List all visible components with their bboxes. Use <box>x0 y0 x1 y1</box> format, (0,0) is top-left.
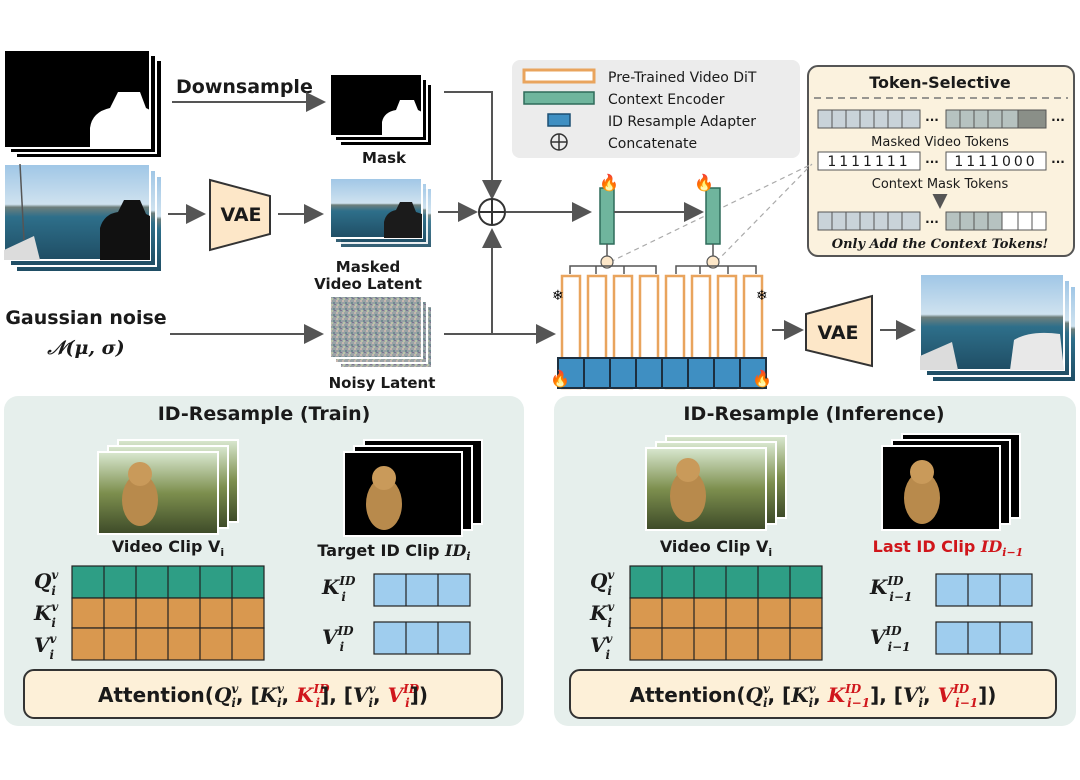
token-selective-panel: Token-Selective ··· ··· Masked Video Tok… <box>807 65 1075 257</box>
concatenate-node <box>478 198 506 226</box>
mask-bits-left-box <box>817 151 921 171</box>
legend-swatch-context <box>523 91 595 105</box>
noisy-latent-label: Noisy Latent <box>329 374 436 392</box>
token-dots-4: ··· <box>1051 155 1065 169</box>
inference-video-clip-label: Video Clip Vi <box>660 537 772 559</box>
masked-latent-label-2: Video Latent <box>314 275 422 293</box>
token-dots-3: ··· <box>925 155 939 169</box>
legend: Pre-Trained Video DiT Context Encoder ID… <box>512 60 800 158</box>
inference-attention-box <box>569 669 1057 719</box>
vae-encoder-label: VAE <box>220 204 261 226</box>
legend-swatch-dit <box>522 68 596 84</box>
input-mask-stack <box>3 49 163 159</box>
mask-label: Mask <box>362 149 407 167</box>
noisy-latent-stack <box>329 295 433 369</box>
adder-2 <box>706 255 720 269</box>
inference-last-id-label: Last ID Clip IDi−1 <box>873 537 1024 559</box>
frozen-icon: ❄ <box>552 289 564 304</box>
vae-decoder <box>805 294 873 368</box>
mask-stack <box>329 73 433 147</box>
flame-icon: 🔥 <box>752 369 772 388</box>
vae-encoder <box>209 178 271 252</box>
context-tokens-row <box>817 211 1047 231</box>
adder-1 <box>600 255 614 269</box>
train-target-id-label: Target ID Clip IDi <box>317 541 470 563</box>
mask-bits-right-box <box>945 151 1047 171</box>
train-title: ID-Resample (Train) <box>158 403 371 425</box>
token-dots-2: ··· <box>1051 113 1065 127</box>
context-encoder-2: 🔥 <box>694 173 721 245</box>
context-encoder-1: 🔥 <box>599 173 619 245</box>
masked-latent-stack <box>329 177 433 249</box>
legend-swatch-adapter <box>547 113 571 127</box>
token-dots-5: ··· <box>925 215 939 229</box>
train-video-clip-stack <box>97 439 239 535</box>
flame-icon: 🔥 <box>694 173 714 192</box>
train-target-id-stack <box>343 439 483 537</box>
downsample-label: Downsample <box>176 76 313 98</box>
gaussian-noise-label: Gaussian noise <box>5 307 166 329</box>
token-dots-1: ··· <box>925 113 939 127</box>
video-dit-blocks: ❄ ❄ 🔥 🔥 <box>550 274 772 390</box>
train-panel: ID-Resample (Train) Video Clip Vi Target… <box>4 396 524 726</box>
inference-video-clip-stack <box>645 435 787 531</box>
masked-video-tokens-row <box>817 109 1047 129</box>
vae-decoder-label: VAE <box>817 322 858 344</box>
legend-context: Context Encoder <box>608 92 725 108</box>
train-video-clip-label: Video Clip Vi <box>112 537 224 559</box>
legend-concat: Concatenate <box>608 136 697 152</box>
output-video-stack <box>919 273 1077 383</box>
train-id-kv-grid <box>373 573 471 655</box>
only-add-label: Only Add the Context Tokens! <box>832 237 1048 252</box>
inference-id-kv-grid <box>935 573 1033 655</box>
frozen-icon: ❄ <box>756 289 768 304</box>
inference-last-id-stack <box>881 433 1021 531</box>
token-selective-title: Token-Selective <box>869 73 1011 92</box>
flame-icon: 🔥 <box>599 173 619 192</box>
masked-video-tokens-label: Masked Video Tokens <box>871 135 1009 150</box>
mask-bits-right: 1111000 <box>954 154 1037 170</box>
legend-dit: Pre-Trained Video DiT <box>608 70 757 86</box>
inference-panel: ID-Resample (Inference) Video Clip Vi La… <box>554 396 1076 726</box>
legend-concat-icon <box>550 133 568 151</box>
gaussian-formula: 𝒩(μ, σ) <box>46 337 124 359</box>
input-video-stack <box>3 163 163 273</box>
masked-latent-label-1: Masked <box>336 258 400 276</box>
mask-bits-left: 1111111 <box>827 154 910 170</box>
inference-qkv-grid <box>629 565 823 661</box>
context-mask-tokens-label: Context Mask Tokens <box>872 177 1009 192</box>
inference-title: ID-Resample (Inference) <box>683 403 944 425</box>
legend-adapter: ID Resample Adapter <box>608 114 756 130</box>
train-attention-box <box>23 669 503 719</box>
flame-icon: 🔥 <box>550 369 570 388</box>
train-qkv-grid <box>71 565 265 661</box>
